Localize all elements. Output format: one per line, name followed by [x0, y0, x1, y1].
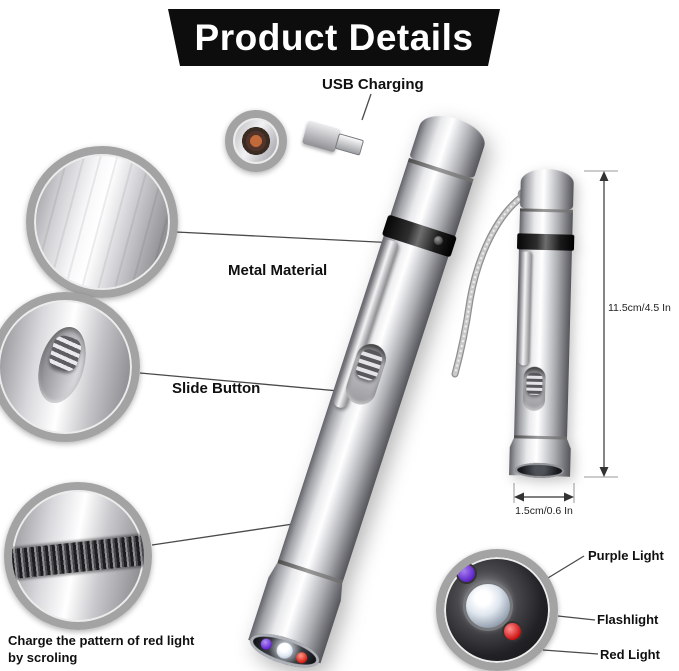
knurl-band [12, 534, 144, 580]
red-led [294, 650, 309, 665]
diameter-dimension-label: 1.5cm/0.6 In [515, 505, 573, 517]
upper-body [519, 211, 573, 235]
slide-button-label: Slide Button [172, 380, 261, 397]
slide-button-closeup-ridges [47, 333, 84, 374]
purple-led [259, 637, 274, 652]
tail-cap [520, 168, 575, 210]
flashlight-body [278, 235, 449, 581]
small-flashlight-image [511, 168, 576, 479]
metal-material-label: Metal Material [228, 262, 328, 279]
red-led [504, 623, 521, 640]
slide-button-ridges [526, 372, 543, 395]
pattern-connector-line [151, 522, 301, 546]
metal-texture-closeup-circle [26, 146, 178, 298]
slide-button-closeup-oval [30, 321, 94, 409]
usb-connector-line [361, 93, 372, 121]
slide-button-closeup-circle [0, 292, 140, 442]
purple-light-label: Purple Light [588, 548, 664, 563]
purple-connector-line [542, 555, 585, 582]
length-dimension-label: 11.5cm/4.5 In [608, 302, 671, 314]
length-dimension [584, 170, 618, 478]
usb-plug-tip [334, 133, 365, 156]
title-banner: Product Details [168, 9, 500, 66]
slide-button-ridges [354, 347, 385, 383]
diameter-dimension [513, 483, 575, 503]
usb-port-closeup-circle [225, 110, 287, 172]
collar-band [516, 233, 575, 251]
lens-face [514, 462, 565, 479]
flashlight-label: Flashlight [597, 612, 659, 627]
page-title: Product Details [194, 16, 474, 58]
red-light-label: Red Light [600, 647, 660, 662]
main-led [274, 640, 295, 661]
knurl-pattern-closeup-circle [4, 482, 152, 630]
usb-plug-image [297, 110, 371, 170]
red-light-pattern-label: Charge the pattern of red light by scrol… [8, 633, 195, 665]
slide-button [522, 366, 546, 412]
flashlight-lens [466, 584, 510, 628]
red-connector-line [542, 649, 599, 655]
purple-led [458, 565, 475, 582]
usb-charging-label: USB Charging [322, 76, 424, 93]
led-head-closeup-circle [436, 549, 558, 671]
flashlight-connector-line [557, 615, 596, 621]
